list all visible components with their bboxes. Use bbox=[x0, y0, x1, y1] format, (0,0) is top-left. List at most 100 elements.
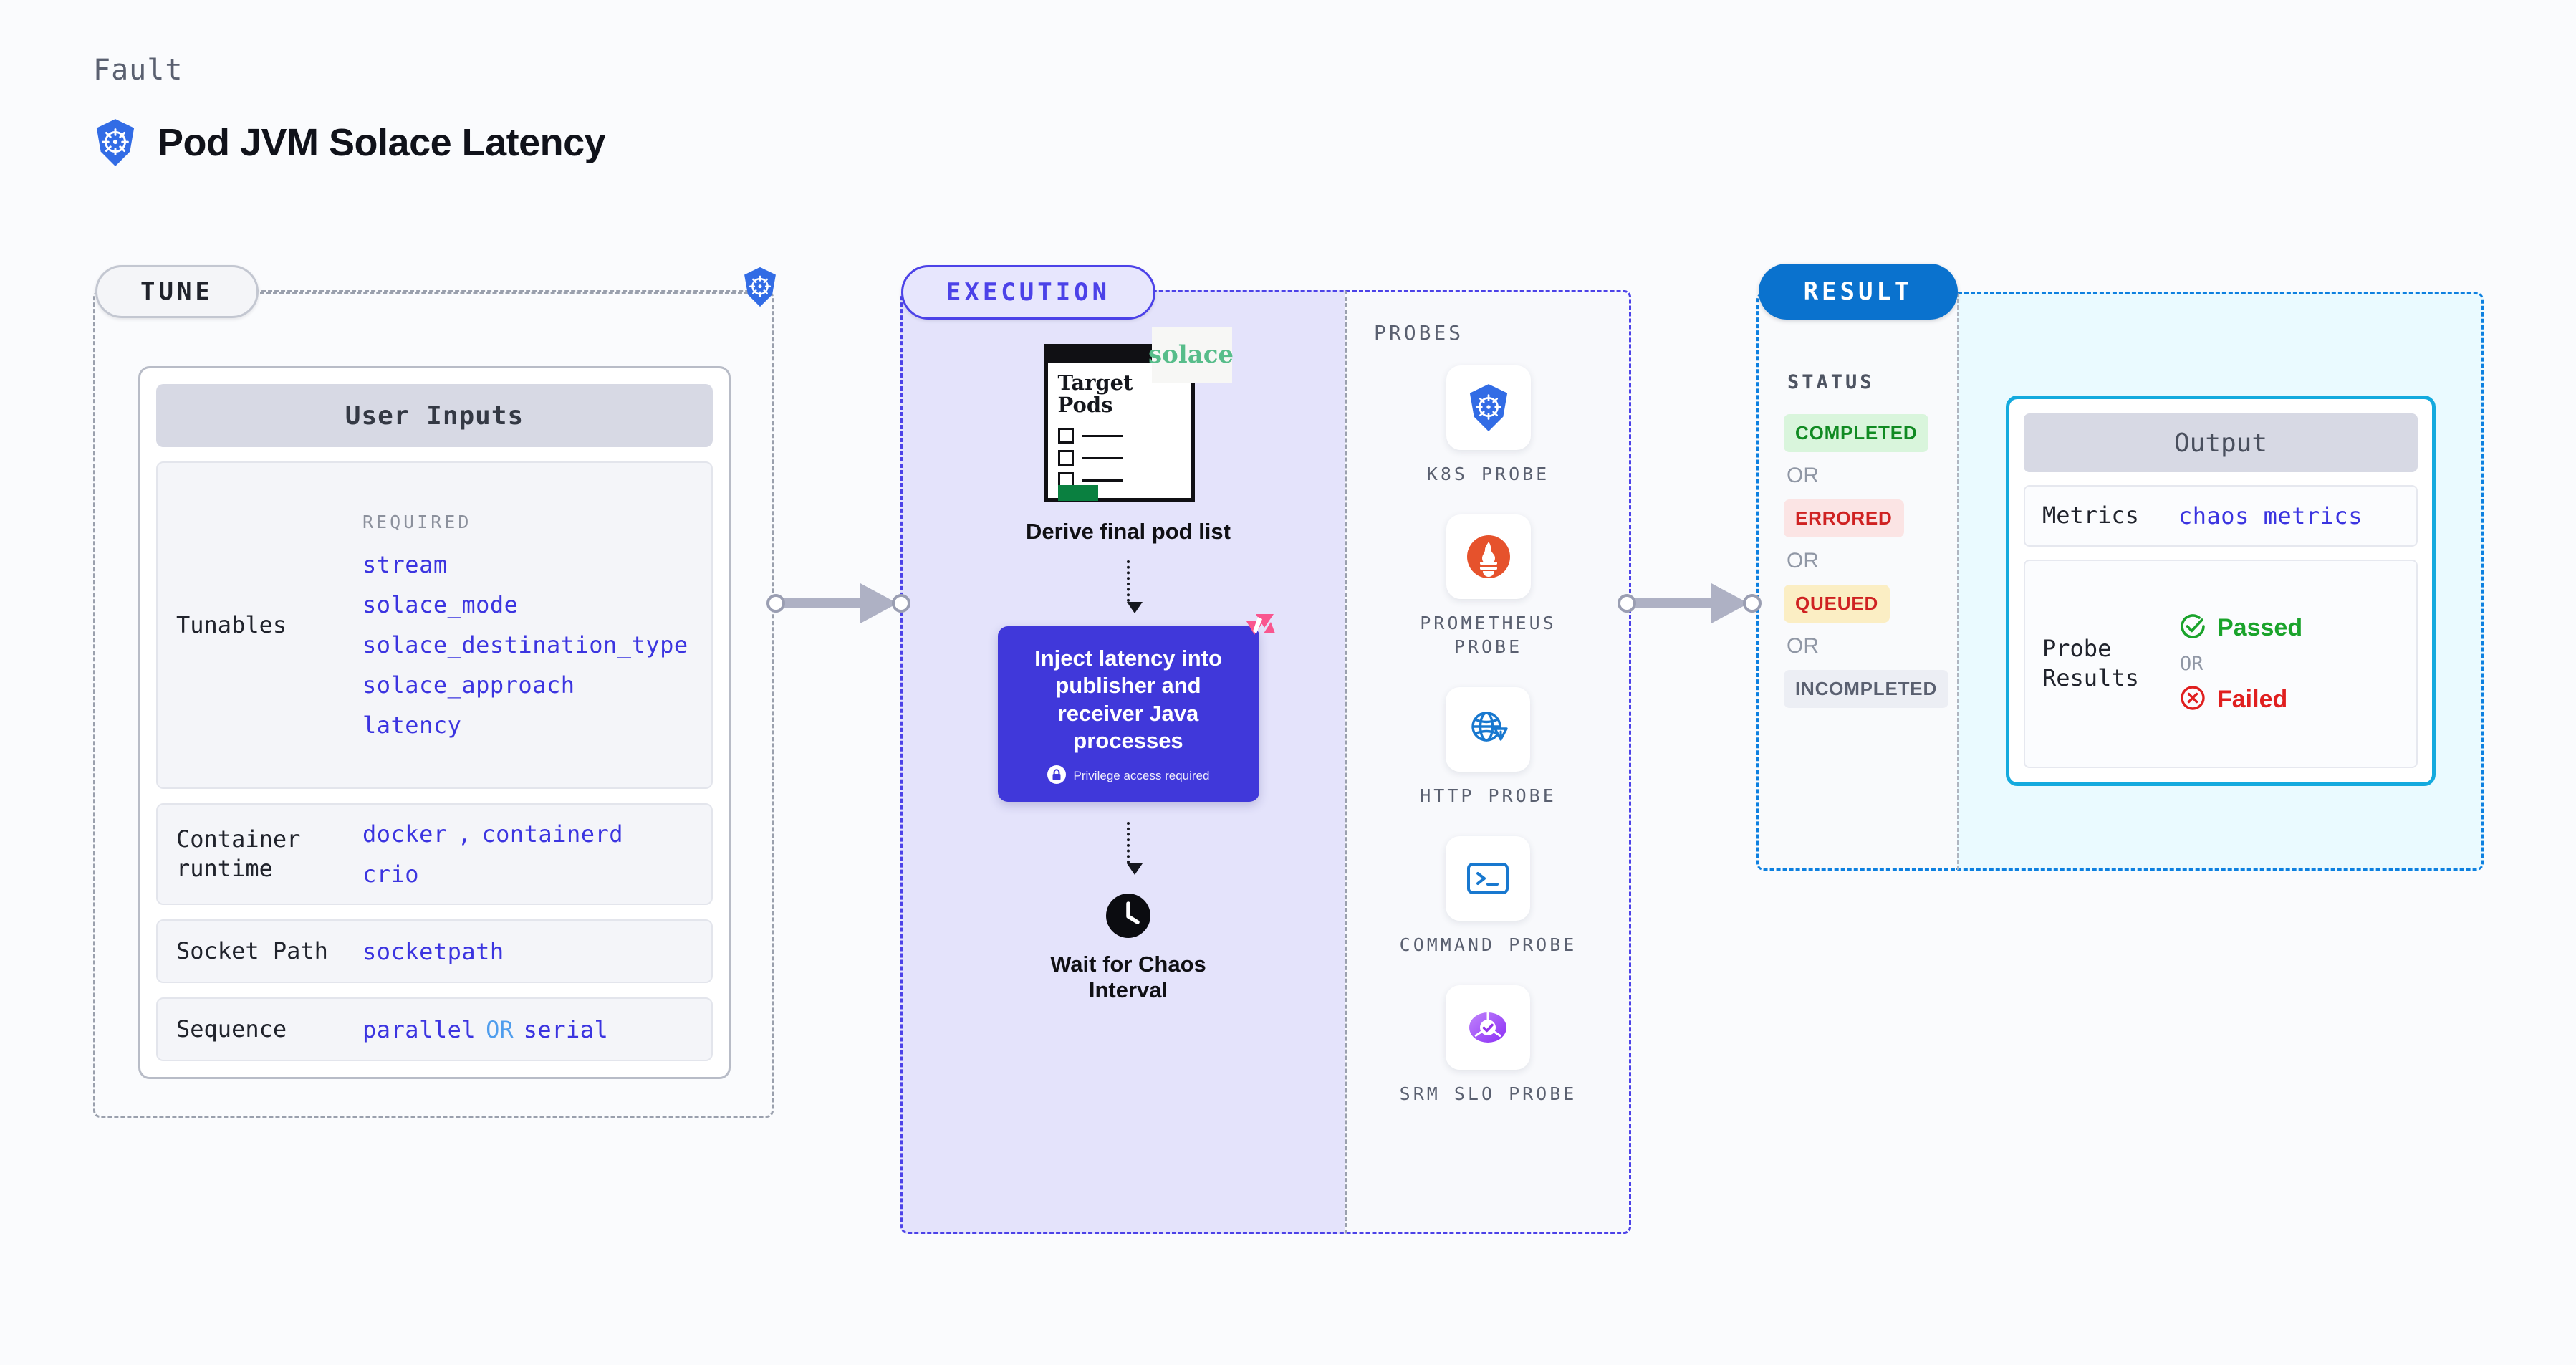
wait-chaos-caption: Wait for Chaos Interval bbox=[1050, 952, 1206, 1003]
tune-region bbox=[93, 290, 774, 1118]
tune-section-pill[interactable]: TUNE bbox=[95, 265, 259, 318]
probe-item-srm-slo[interactable]: SRM SLO PROBE bbox=[1400, 985, 1577, 1106]
execution-flow: Target Pods solace Derive final pod list bbox=[928, 327, 1329, 1003]
tunables-row: Tunables REQUIRED stream solace_mode sol… bbox=[156, 461, 713, 790]
privilege-note: Privilege access required bbox=[1047, 765, 1209, 787]
flow-arrow-down-2 bbox=[1127, 821, 1143, 875]
harness-logo-icon bbox=[1235, 612, 1277, 654]
user-inputs-title: User Inputs bbox=[156, 384, 713, 447]
sequence-serial[interactable]: serial bbox=[523, 1015, 609, 1043]
execution-to-result-arrow bbox=[1618, 583, 1772, 623]
sequence-values: parallel OR serial bbox=[362, 1016, 608, 1043]
kubernetes-icon bbox=[1446, 365, 1531, 450]
wait-chaos-interval-step: Wait for Chaos Interval bbox=[1050, 893, 1206, 1003]
probes-list: K8S PROBE PROMETHEUS PROBE bbox=[1345, 365, 1631, 1106]
runtime-crio[interactable]: crio bbox=[362, 861, 420, 889]
sequence-label: Sequence bbox=[176, 1015, 287, 1043]
socket-path-value[interactable]: socketpath bbox=[362, 937, 504, 965]
required-heading: REQUIRED bbox=[362, 512, 472, 533]
probe-results-values: Passed OR Failed bbox=[2178, 612, 2302, 716]
terminal-icon bbox=[1446, 836, 1531, 921]
tunable-solace-destination-type[interactable]: solace_destination_type bbox=[362, 631, 688, 659]
metrics-label: Metrics bbox=[2042, 502, 2139, 529]
socket-path-label: Socket Path bbox=[176, 937, 328, 965]
document-title-line2: Pods bbox=[1057, 392, 1113, 417]
document-title-line1: Target bbox=[1057, 370, 1133, 395]
status-or-separator: OR bbox=[1787, 549, 1819, 573]
probe-result-passed: Passed bbox=[2178, 612, 2302, 644]
wait-caption-line1: Wait for Chaos bbox=[1050, 951, 1206, 977]
document-highlight-bar bbox=[1057, 485, 1098, 501]
runtime-containerd[interactable]: containerd bbox=[481, 820, 624, 848]
probe-results-label: Probe Results bbox=[2042, 634, 2178, 694]
probe-label: PROMETHEUS PROBE bbox=[1420, 613, 1557, 657]
output-title: Output bbox=[2024, 413, 2418, 472]
status-or-separator: OR bbox=[1787, 464, 1819, 487]
rule-line bbox=[1082, 479, 1123, 482]
status-badge: QUEUED bbox=[1784, 585, 1890, 623]
probe-item-prometheus[interactable]: PROMETHEUS PROBE bbox=[1395, 514, 1582, 658]
page-title: Pod JVM Solace Latency bbox=[158, 121, 606, 164]
sequence-row: Sequence parallel OR serial bbox=[156, 997, 713, 1061]
tunables-values: REQUIRED stream solace_mode solace_desti… bbox=[362, 512, 688, 739]
output-card: Output Metrics chaos metrics Probe Resul… bbox=[2006, 396, 2436, 786]
clock-icon bbox=[1105, 893, 1150, 942]
probe-result-failed: Failed bbox=[2178, 684, 2302, 716]
checklist-item bbox=[1057, 450, 1123, 466]
target-pods-document: Target Pods solace bbox=[1044, 327, 1234, 502]
tunable-solace-approach[interactable]: solace_approach bbox=[362, 671, 575, 699]
prometheus-icon bbox=[1446, 514, 1531, 599]
checklist-item bbox=[1057, 428, 1123, 444]
rule-line bbox=[1082, 434, 1123, 437]
document-checklist bbox=[1057, 428, 1123, 488]
runtime-separator: , bbox=[457, 820, 472, 848]
probe-item-http[interactable]: HTTP PROBE bbox=[1420, 687, 1557, 808]
passed-label: Passed bbox=[2217, 613, 2303, 641]
probe-results-row: Probe Results Passed OR bbox=[2024, 559, 2418, 768]
probe-label: HTTP PROBE bbox=[1420, 785, 1557, 806]
probes-title: PROBES bbox=[1374, 321, 1464, 345]
tune-connector-line bbox=[260, 292, 761, 294]
probe-result-or: OR bbox=[2180, 652, 2203, 675]
execution-section-pill[interactable]: EXECUTION bbox=[901, 265, 1155, 320]
container-runtime-values: docker , containerd crio bbox=[362, 820, 623, 888]
status-badge: ERRORED bbox=[1784, 499, 1904, 537]
probe-label: K8S PROBE bbox=[1426, 464, 1550, 484]
status-or-separator: OR bbox=[1787, 634, 1819, 658]
sequence-parallel[interactable]: parallel bbox=[362, 1015, 476, 1043]
probe-label: SRM SLO PROBE bbox=[1399, 1083, 1577, 1104]
tunable-latency[interactable]: latency bbox=[362, 712, 462, 739]
tunable-stream[interactable]: stream bbox=[362, 551, 448, 579]
probe-item-command[interactable]: COMMAND PROBE bbox=[1400, 836, 1577, 957]
kubernetes-icon bbox=[741, 267, 779, 311]
socket-path-row: Socket Path socketpath bbox=[156, 919, 713, 984]
result-section-pill[interactable]: RESULT bbox=[1759, 264, 1958, 320]
check-circle-icon bbox=[2178, 612, 2207, 644]
probe-label: COMMAND PROBE bbox=[1399, 934, 1577, 955]
probe-item-k8s[interactable]: K8S PROBE bbox=[1427, 365, 1549, 486]
inject-latency-text: Inject latency into publisher and receiv… bbox=[1034, 646, 1222, 754]
solace-logo-text: solace bbox=[1148, 340, 1234, 369]
fault-kicker: Fault bbox=[93, 54, 183, 87]
status-badge: INCOMPLETED bbox=[1784, 670, 1949, 708]
rule-line bbox=[1082, 456, 1123, 459]
x-circle-icon bbox=[2178, 684, 2207, 716]
tunable-solace-mode[interactable]: solace_mode bbox=[362, 591, 519, 619]
container-runtime-label: Container runtime bbox=[176, 825, 301, 883]
solace-logo-icon: solace bbox=[1148, 327, 1234, 383]
container-runtime-row: Container runtime docker , containerd cr… bbox=[156, 803, 713, 906]
page-title-row: Pod JVM Solace Latency bbox=[93, 118, 606, 167]
tune-to-execution-arrow bbox=[766, 583, 921, 623]
user-inputs-card: User Inputs Tunables REQUIRED stream sol… bbox=[138, 366, 731, 1079]
metrics-value[interactable]: chaos metrics bbox=[2178, 502, 2363, 530]
metrics-row: Metrics chaos metrics bbox=[2024, 485, 2418, 547]
failed-label: Failed bbox=[2217, 685, 2288, 713]
status-badge: COMPLETED bbox=[1784, 414, 1929, 452]
srm-slo-icon bbox=[1446, 985, 1531, 1070]
flow-arrow-down-1 bbox=[1127, 560, 1143, 613]
inject-latency-card[interactable]: Inject latency into publisher and receiv… bbox=[997, 614, 1275, 802]
checkbox-icon bbox=[1057, 450, 1074, 466]
runtime-docker[interactable]: docker bbox=[362, 820, 448, 848]
wait-caption-line2: Interval bbox=[1088, 977, 1168, 1002]
